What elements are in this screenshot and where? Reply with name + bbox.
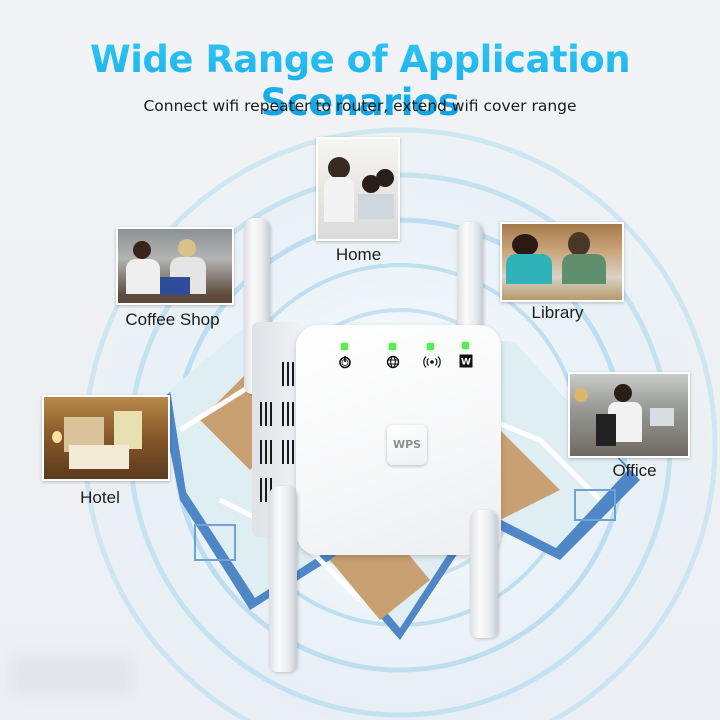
watermark-blur [12,655,132,695]
antenna-back-right [457,222,483,330]
led-internet [389,343,396,350]
family-laptop-image [318,139,398,239]
wps-button[interactable]: WPS [387,425,427,465]
scenario-photo-home [316,137,400,241]
power-icon [338,355,352,369]
wireless-signal-icon [421,355,443,369]
library-image [502,224,622,300]
scenario-label-office: Office [612,461,657,480]
scenario-photo-library [500,222,624,302]
scenario-photo-hotel [42,395,170,481]
office-image [570,374,688,456]
scenario-label-coffee-shop: Coffee Shop [125,310,220,329]
vent-slots [282,362,296,386]
svg-text:W: W [461,358,471,368]
scenario-label-library: Library [531,303,584,322]
scenario-label-hotel: Hotel [80,488,120,507]
hotel-room-image [44,397,168,479]
led-power [341,343,348,350]
scenario-label-home: Home [335,245,382,264]
vent-slots [260,440,274,464]
wps-w-icon: W [459,354,473,368]
scenario-photo-office [568,372,690,458]
vent-slots [282,402,296,426]
antenna-front-right [470,510,498,638]
vent-slots [282,440,296,464]
page-subtitle: Connect wifi repeater to router, extend … [143,97,577,115]
globe-icon [386,355,400,369]
vent-slots [260,402,274,426]
led-wps [462,342,469,349]
led-wifi [427,343,434,350]
scenario-photo-coffee-shop [116,227,234,305]
page-title: Wide Range of Application Scenarios [0,38,720,124]
coffee-shop-image [118,229,232,303]
antenna-front-left [269,486,297,672]
